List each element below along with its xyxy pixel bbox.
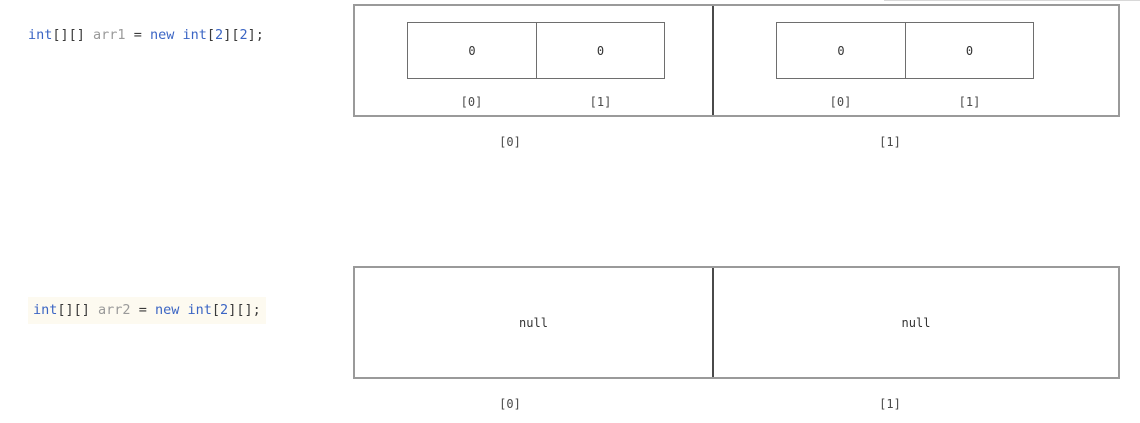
code-token-bracket-13: [ (236, 302, 245, 318)
code-token-punct-15: ; (252, 302, 261, 318)
index-label-arr1-0-0: [0] (460, 95, 483, 109)
code-token-bracket-13: [ (231, 27, 240, 43)
code-token-bracket-1: [][] (52, 27, 85, 43)
code-token-bracket-12: ] (223, 27, 232, 43)
code-token-space-4 (131, 302, 139, 318)
code-token-kw-7: new (154, 302, 180, 318)
code-token-type-0: int (33, 302, 58, 318)
array-container-arr1: 0 0 [0] [1] 0 0 [0] [1] (353, 4, 1120, 117)
code-label-arr2: int[][] arr2 = new int[2][]; (28, 297, 266, 324)
code-token-op-5: = (133, 27, 142, 43)
code-token-punct-16: ; (255, 27, 264, 43)
index-label-arr1-0-1: [1] (589, 95, 612, 109)
code-token-kw-7: new (149, 27, 175, 43)
inner-cells-arr1-1: 0 0 (776, 22, 1034, 79)
cell-arr1-0-0: 0 (468, 43, 476, 58)
code-token-space-2 (85, 27, 93, 43)
cell-arr1-1-1: 0 (905, 23, 1033, 78)
code-token-num-11: 2 (215, 27, 224, 43)
outer-index-label-arr2-1: [1] (879, 397, 901, 411)
code-token-ident-3: arr1 (93, 27, 126, 43)
code-token-type-9: int (187, 302, 212, 318)
code-token-num-14: 2 (239, 27, 248, 43)
cell-arr1-1-0: 0 (837, 43, 845, 58)
code-token-type-9: int (182, 27, 207, 43)
code-label-arr1: int[][] arr1 = new int[2][2]; (28, 25, 264, 45)
code-token-space-8 (179, 302, 187, 318)
array-row-arr1-0: 0 0 [0] [1] (355, 6, 712, 115)
cell-arr2-0: null (519, 315, 548, 330)
index-label-arr1-1-0: [0] (829, 95, 852, 109)
inner-cells-arr1-0: 0 0 (407, 22, 665, 79)
code-token-bracket-14: ] (244, 302, 253, 318)
array-divider-arr1 (712, 6, 714, 115)
code-token-num-11: 2 (220, 302, 229, 318)
cell-arr1-0-1: 0 (536, 23, 664, 78)
code-token-op-5: = (138, 302, 147, 318)
code-token-bracket-10: [ (206, 27, 216, 43)
array-row-arr2-0: null (355, 268, 712, 377)
code-token-space-6 (142, 27, 150, 43)
outer-index-label-arr2-0: [0] (499, 397, 521, 411)
code-token-space-2 (90, 302, 98, 318)
code-token-space-6 (147, 302, 155, 318)
code-token-bracket-15: ] (247, 27, 256, 43)
code-token-bracket-12: ] (228, 302, 237, 318)
cropped-artifact-line-top (884, 0, 1140, 1)
code-token-bracket-1: [][] (57, 302, 90, 318)
outer-index-label-arr1-1: [1] (879, 135, 901, 149)
code-token-space-8 (174, 27, 182, 43)
outer-index-label-arr1-0: [0] (499, 135, 521, 149)
array-row-arr2-1: null (714, 268, 1118, 377)
code-token-ident-3: arr2 (98, 302, 131, 318)
code-token-type-0: int (28, 27, 53, 43)
array-row-arr1-1: 0 0 [0] [1] (714, 6, 1118, 115)
index-label-arr1-1-1: [1] (958, 95, 981, 109)
array-divider-arr2 (712, 268, 714, 377)
code-token-bracket-10: [ (211, 302, 221, 318)
code-token-space-4 (126, 27, 134, 43)
cell-arr2-1: null (901, 315, 931, 330)
array-container-arr2: null null (353, 266, 1120, 379)
